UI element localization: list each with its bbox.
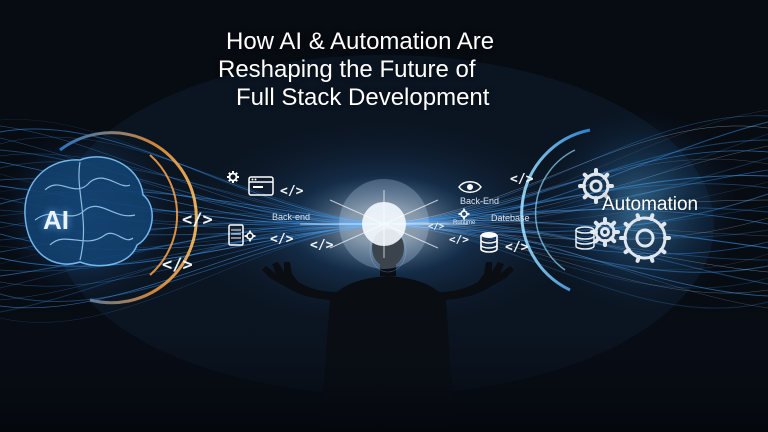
gear-icon [227, 171, 239, 183]
gear-tooth [593, 220, 601, 228]
page-title: How AI & Automation Are Reshaping the Fu… [0, 28, 768, 112]
gear-tooth [582, 172, 590, 180]
gear-tooth [649, 255, 655, 263]
gear-tooth [623, 221, 631, 229]
database-icon [575, 226, 595, 250]
code-tag: </> [280, 184, 304, 199]
code-tag: </> [449, 233, 469, 246]
database-icon [480, 232, 498, 253]
title-line-2: Reshaping the Future of [218, 56, 476, 83]
gear-tooth [602, 192, 610, 200]
automation-label: Automation [602, 194, 699, 215]
gear-tooth [602, 172, 610, 180]
gear-tooth [593, 236, 601, 244]
eye-icon [458, 181, 482, 193]
ai-label: AI [43, 205, 69, 235]
gear-icon [244, 230, 256, 242]
code-tag: </> [510, 172, 534, 187]
backend-label: Back-end [272, 212, 311, 222]
code-tag: </> [505, 240, 529, 255]
code-tag: </> [270, 232, 294, 247]
code-tag: </> [182, 210, 213, 230]
gear-tooth [659, 221, 667, 229]
gear-icon [458, 208, 470, 220]
database-label: Datebase [491, 213, 530, 223]
code-tag: </> [310, 238, 334, 253]
gear-tooth [582, 192, 590, 200]
title-line-1: How AI & Automation Are [226, 28, 495, 55]
title-line-3: Full Stack Development [236, 84, 490, 111]
gear-tooth [659, 247, 667, 255]
gear-tooth [609, 236, 617, 244]
gear-tooth [635, 255, 641, 263]
gear-tooth [623, 247, 631, 255]
runtime-label: Runtime [453, 220, 476, 226]
gear-tooth [649, 213, 655, 221]
light-stream [0, 119, 385, 225]
browser-window-icon [248, 176, 274, 196]
gear-tooth [609, 220, 617, 228]
gear-tooth [635, 213, 641, 221]
code-tag: </> [428, 222, 445, 232]
code-tag: </> [162, 255, 193, 275]
backend-label: Back-End [460, 196, 500, 206]
server-icon [228, 224, 244, 246]
brain-icon [24, 156, 153, 267]
